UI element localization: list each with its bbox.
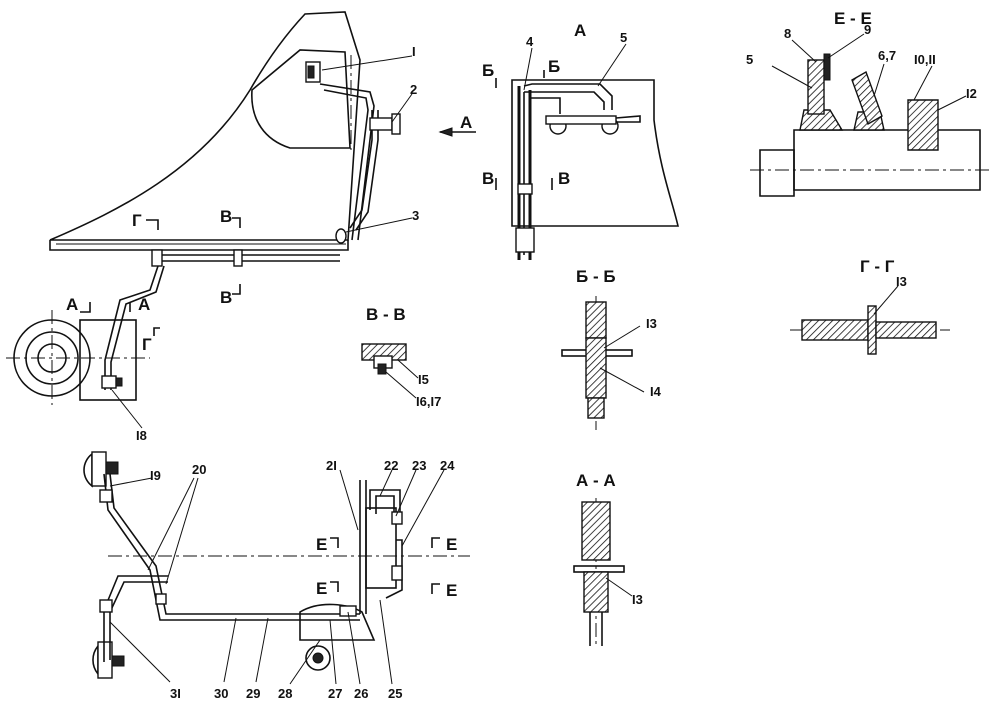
cut-mark-e-lower-right: Е [446,581,457,600]
callout-30: 30 [214,686,228,701]
cut-mark-a-left: А [66,295,78,314]
cut-mark-g-lower: Г [142,335,152,354]
cut-mark-b-left: Б [482,61,494,80]
cut-mark-e-upper-left: Е [316,535,327,554]
callout-16-17: I6,I7 [416,394,441,409]
cut-mark-v-upper: В [220,207,232,226]
callout-22: 22 [384,458,398,473]
callout-27: 27 [328,686,342,701]
callout-19: I9 [150,468,161,483]
lower-assembly-view: Е Е Е Е I9 20 2I 22 23 24 25 26 27 28 29… [83,451,470,701]
callout-13-aa: I3 [632,592,643,607]
view-a-title: А [574,21,586,40]
callout-26: 26 [354,686,368,701]
main-assembly-view [6,11,476,405]
section-aa: А - А I3 [573,471,643,646]
callout-18: I8 [136,428,147,443]
view-a: А Б Б В В 4 5 [482,21,680,260]
section-bb: Б - Б I3 I4 [561,267,662,430]
callout-4: 4 [526,34,534,49]
section-vv-title: В - В [366,305,406,324]
callout-23: 23 [412,458,426,473]
cut-mark-e-upper-right: Е [446,535,457,554]
section-ee: Е - Е 5 8 9 6,7 I0,II I2 [746,9,992,197]
callout-28: 28 [278,686,292,701]
callout-6-7-right: 6,7 [878,48,896,63]
section-ee-title: Е - Е [834,9,872,28]
cut-marks-main: Г В В А А Г А [66,113,472,354]
cut-mark-b-right: Б [548,57,560,76]
section-gg: Г - Г I3 [790,257,950,355]
callout-10-11: I0,II [914,52,936,67]
view-arrow-a-label: А [460,113,472,132]
callout-6-7-left: 5 [746,52,753,67]
callout-25: 25 [388,686,402,701]
callout-15: I5 [418,372,429,387]
callout-1: I [412,44,416,59]
section-aa-title: А - А [576,471,616,490]
callout-8: 8 [784,26,791,41]
cut-mark-a-right: А [138,295,150,314]
callout-24: 24 [440,458,455,473]
callout-20: 20 [192,462,206,477]
callout-31: 3I [170,686,181,701]
section-bb-title: Б - Б [576,267,616,286]
callout-3: 3 [412,208,419,223]
callout-14: I4 [650,384,662,399]
callout-13-bb: I3 [646,316,657,331]
callout-5: 5 [620,30,627,45]
callout-13-gg: I3 [896,274,907,289]
callout-9: 9 [864,22,871,37]
callout-2: 2 [410,82,417,97]
section-gg-title: Г - Г [860,257,895,276]
callouts-main: I 2 3 I8 [111,44,419,443]
callout-29: 29 [246,686,260,701]
callout-12: I2 [966,86,977,101]
cut-mark-v-right: В [558,169,570,188]
cut-mark-e-lower-left: Е [316,579,327,598]
section-vv: В - В I5 I6,I7 [361,305,441,409]
callout-21: 2I [326,458,337,473]
cut-mark-g-upper: Г [132,211,142,230]
cut-mark-v-lower: В [220,288,232,307]
cut-mark-v-left: В [482,169,494,188]
